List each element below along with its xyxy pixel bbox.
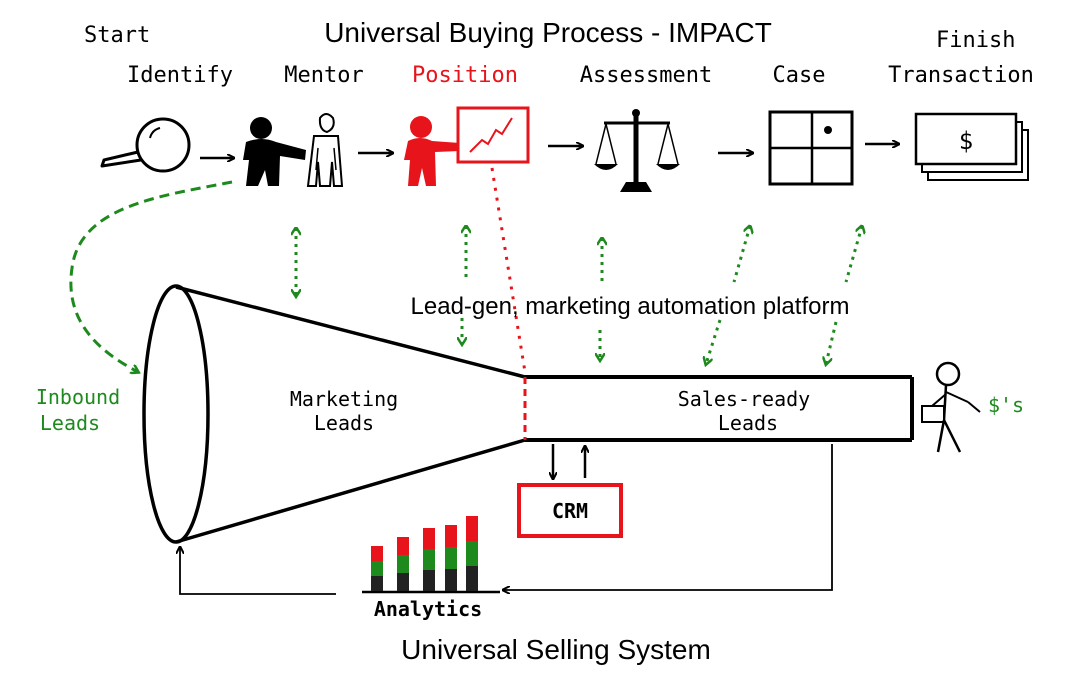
analytics-label: Analytics <box>374 597 482 621</box>
inbound-leads-label-line2: Leads <box>40 411 100 435</box>
scales-icon <box>594 109 680 192</box>
mentor-people-icon <box>243 113 344 187</box>
crm-box <box>517 483 623 538</box>
stage-label-position: Position <box>412 63 518 88</box>
pipe-to-analytics-arrow <box>504 444 833 590</box>
analytics-to-funnel-arrow <box>180 548 336 595</box>
stage-label-mentor: Mentor <box>284 63 363 88</box>
bill-dollar-sign: $ <box>959 127 973 155</box>
inbound-flow-arrow <box>69 180 233 372</box>
footer-title: Universal Selling System <box>401 634 711 665</box>
stage-label-case: Case <box>773 63 826 88</box>
inbound-leads-label-line1: Inbound <box>36 385 120 409</box>
stage-label-transaction: Transaction <box>888 63 1034 88</box>
platform-connections <box>296 226 862 364</box>
finish-label: Finish <box>936 28 1015 53</box>
sales-ready-leads-label-line2: Leads <box>718 411 778 435</box>
marketing-leads-label-line1: Marketing <box>290 387 398 411</box>
magnifier-icon <box>100 117 191 173</box>
platform-label: Lead-gen, marketing automation platform <box>411 293 850 320</box>
stage-label-assessment: Assessment <box>580 63 712 88</box>
sales-ready-leads-label-line1: Sales-ready <box>678 387 810 411</box>
funnel-shape <box>142 284 526 544</box>
presenter-chart-icon <box>404 106 530 186</box>
money-bills-icon: $ <box>914 112 1029 181</box>
diagram-title: Universal Buying Process - IMPACT <box>324 17 772 48</box>
salesperson-icon <box>921 361 981 453</box>
case-grid-icon <box>768 110 854 186</box>
analytics-bars-icon <box>362 516 500 594</box>
crm-label: CRM <box>552 499 588 523</box>
stage-label-identify: Identify <box>127 63 233 88</box>
start-label: Start <box>84 23 150 48</box>
marketing-leads-label-line2: Leads <box>314 411 374 435</box>
sales-pipe <box>523 375 914 442</box>
position-divider-line <box>490 167 527 373</box>
dollars-label: $'s <box>988 393 1024 417</box>
